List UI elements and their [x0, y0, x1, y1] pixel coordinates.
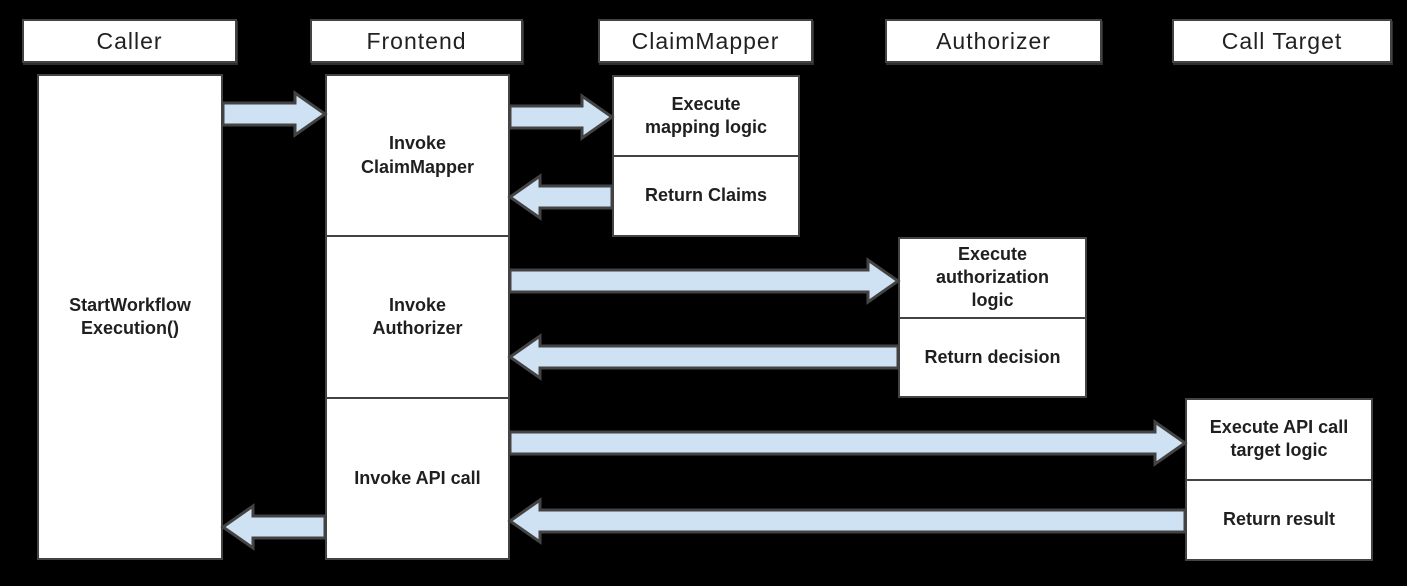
participant-header-claimmapper: ClaimMapper — [598, 19, 813, 63]
arrow-authorizer-to-frontend-icon — [507, 333, 900, 381]
arrow-frontend-to-claimmapper-icon — [508, 93, 615, 141]
step-return-claims: Return Claims — [614, 155, 798, 235]
step-execute-mapping-logic: Execute mapping logic — [614, 77, 798, 155]
step-execute-authorization-logic: Execute authorization logic — [900, 239, 1085, 317]
step-label: Return Claims — [644, 185, 768, 206]
step-label: Execute mapping logic — [644, 93, 767, 137]
participant-label: Caller — [96, 27, 163, 54]
authorizer-activation-box: Execute authorization logic Return decis… — [898, 237, 1087, 398]
claimmapper-activation-box: Execute mapping logic Return Claims — [612, 75, 800, 237]
participant-label: Frontend — [366, 27, 467, 54]
step-invoke-authorizer: Invoke Authorizer — [327, 235, 508, 396]
frontend-activation-box: Invoke ClaimMapper Invoke Authorizer Inv… — [325, 74, 510, 560]
step-label: Execute API call target logic — [1209, 416, 1349, 461]
participant-label: Call Target — [1221, 27, 1343, 54]
step-label: Invoke ClaimMapper — [360, 133, 475, 177]
step-label: Return decision — [924, 346, 1061, 367]
arrow-frontend-to-call-target-icon — [508, 419, 1188, 467]
arrow-caller-to-frontend-icon — [221, 90, 328, 138]
participant-header-authorizer: Authorizer — [885, 19, 1102, 63]
step-execute-api-call-target-logic: Execute API call target logic — [1187, 400, 1371, 479]
step-label: Execute authorization logic — [936, 243, 1049, 311]
participant-label: ClaimMapper — [631, 27, 780, 54]
step-return-decision: Return decision — [900, 316, 1085, 397]
call-target-activation-box: Execute API call target logic Return res… — [1185, 398, 1373, 561]
step-start-workflow-execution: StartWorkflow Execution() — [39, 76, 221, 558]
arrow-frontend-to-caller-icon — [220, 503, 327, 551]
participant-label: Authorizer — [936, 27, 1051, 54]
arrow-call-target-to-frontend-icon — [507, 497, 1187, 545]
step-return-result: Return result — [1187, 478, 1371, 560]
participant-header-caller: Caller — [22, 19, 237, 63]
step-label: Invoke API call — [354, 467, 481, 488]
participant-header-frontend: Frontend — [310, 19, 523, 63]
arrow-claimmapper-to-frontend-icon — [507, 173, 614, 221]
step-label: StartWorkflow Execution() — [69, 294, 191, 338]
step-label: Invoke Authorizer — [372, 294, 463, 338]
step-invoke-claimmapper: Invoke ClaimMapper — [327, 76, 508, 235]
arrow-frontend-to-authorizer-icon — [508, 257, 901, 305]
step-invoke-api-call: Invoke API call — [327, 396, 508, 558]
caller-activation-box: StartWorkflow Execution() — [37, 74, 223, 560]
participant-header-call-target: Call Target — [1172, 19, 1392, 63]
step-label: Return result — [1222, 509, 1336, 530]
